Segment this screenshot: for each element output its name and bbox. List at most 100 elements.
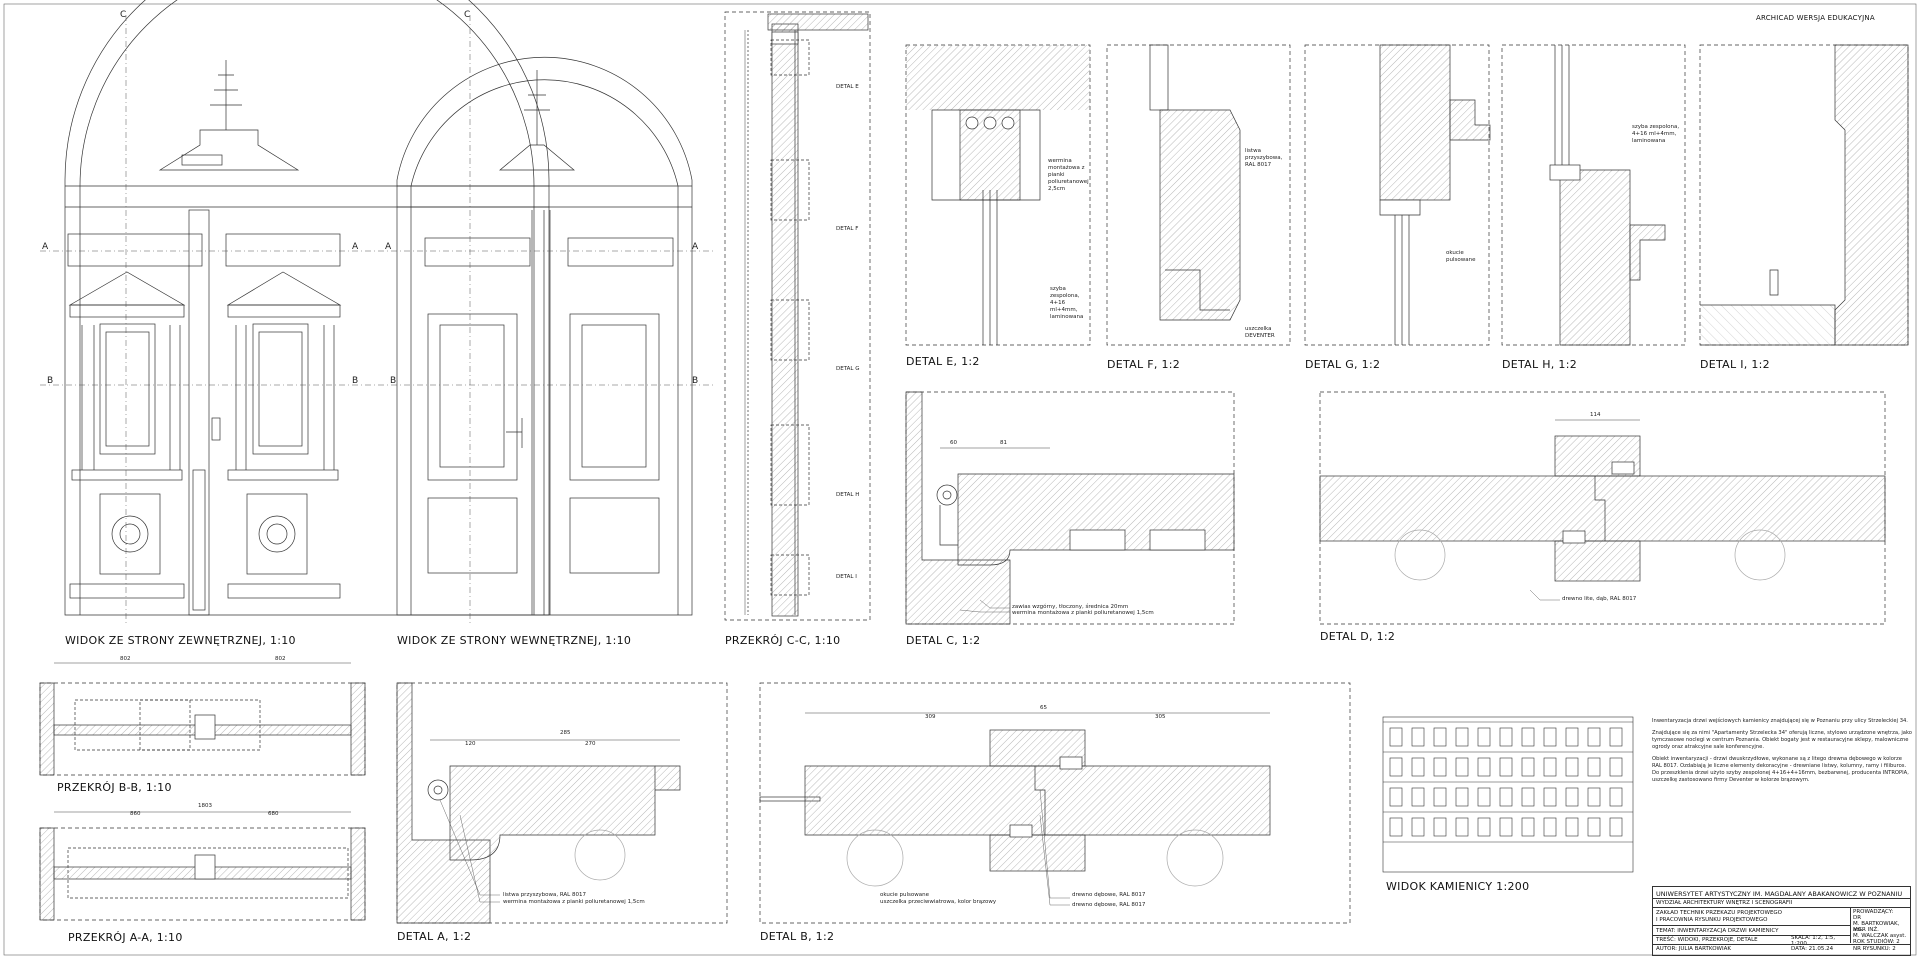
watermark: ARCHICAD WERSJA EDUKACYJNA — [1756, 14, 1875, 22]
tenement-windows — [1389, 727, 1623, 837]
dim-d-width: 114 — [1590, 412, 1601, 418]
dimension-lines — [54, 30, 1640, 813]
description-paragraph-3: Obiekt inwentaryzacji - drzwi dwuskrzydł… — [1652, 756, 1909, 783]
tenement-window — [1477, 817, 1491, 837]
cc-callout-i: DETAL I — [836, 574, 857, 580]
tb-supervisor-1: DR — [1853, 915, 1862, 921]
tenement-window — [1521, 787, 1535, 807]
tenement-window — [1499, 817, 1513, 837]
tenement-window — [1433, 727, 1447, 747]
tenement-window — [1433, 787, 1447, 807]
tenement-view-title: WIDOK KAMIENICY 1:200 — [1386, 880, 1530, 893]
note-c-2: wermina montażowa z pianki poliuretanowe… — [1012, 610, 1154, 616]
note-b-3: drewno dębowe, RAL 8017 — [1072, 892, 1146, 898]
detail-i-title: DETAL I, 1:2 — [1700, 358, 1770, 371]
dim-bb-total: 802 — [120, 656, 131, 662]
dim-c-b: 81 — [1000, 440, 1007, 446]
cc-callout-f: DETAL F — [836, 226, 859, 232]
detail-h-title: DETAL H, 1:2 — [1502, 358, 1578, 371]
note-c-1: zawias wzgórny, tłoczony, średnica 20mm — [1012, 604, 1129, 610]
dim-bb-half: 802 — [275, 656, 286, 662]
dim-b-left: 309 — [925, 714, 936, 720]
tenement-window — [1609, 757, 1623, 777]
note-a-2: wermina montażowa z pianki poliuretanowe… — [503, 899, 645, 905]
marker-b-int: B — [390, 376, 397, 386]
section-lines — [40, 15, 715, 625]
dim-a-right: 270 — [585, 741, 596, 747]
marker-a-left: A — [42, 242, 49, 252]
tenement-window — [1389, 787, 1403, 807]
tenement-elevation — [1382, 716, 1634, 873]
tenement-window — [1565, 727, 1579, 747]
cc-callout-h: DETAL H — [836, 492, 860, 498]
detail-a-drawing — [396, 682, 728, 924]
marker-a-mid: A — [352, 242, 359, 252]
tb-supervisor-4: M. WALCZAK asyst. — [1853, 933, 1907, 939]
project-description: Inwentaryzacja drzwi wejściowych kamieni… — [1652, 718, 1912, 789]
tb-department-1: ZAKŁAD TECHNIK PRZEKAZU PROJEKTOWEGO — [1656, 910, 1783, 916]
tenement-window — [1565, 757, 1579, 777]
tenement-window — [1521, 757, 1535, 777]
tenement-window — [1411, 787, 1425, 807]
marker-c-int: C — [464, 10, 471, 20]
cc-callout-e: DETAL E — [836, 84, 859, 90]
section-aa-title: PRZEKRÓJ A-A, 1:10 — [68, 931, 183, 944]
detail-g-title: DETAL G, 1:2 — [1305, 358, 1381, 371]
exterior-door-view — [64, 0, 550, 616]
tenement-window — [1565, 787, 1579, 807]
section-cc — [724, 11, 871, 621]
tenement-window — [1521, 727, 1535, 747]
section-bb-title: PRZEKRÓJ B-B, 1:10 — [57, 781, 172, 794]
detail-e-title: DETAL E, 1:2 — [906, 355, 980, 368]
interior-door-view — [396, 57, 693, 616]
tenement-window — [1609, 787, 1623, 807]
tenement-window — [1587, 727, 1601, 747]
sheet-frame — [3, 3, 1917, 956]
note-b-4: drewno dębowe, RAL 8017 — [1072, 902, 1146, 908]
note-g-1: okucie pulsowane — [1446, 250, 1476, 263]
note-f-1: listwa przyszybowa, RAL 8017 — [1245, 148, 1283, 168]
dim-aa-left: 860 — [130, 811, 141, 817]
section-aa-drawing — [39, 827, 366, 921]
note-e-2: szyba zespolona, 4+16 ml+4mm, laminowana — [1050, 286, 1084, 320]
tenement-window — [1411, 727, 1425, 747]
detail-f-drawing — [1106, 44, 1291, 346]
tenement-window — [1543, 787, 1557, 807]
tb-university: UNIWERSYTET ARTYSTYCZNY IM. MAGDALANY AB… — [1656, 890, 1903, 898]
dim-aa-total: 1803 — [198, 803, 212, 809]
note-a-1: listwa przyszybowa, RAL 8017 — [503, 892, 586, 898]
detail-c-title: DETAL C, 1:2 — [906, 634, 981, 647]
dim-aa-right: 680 — [268, 811, 279, 817]
detail-d-title: DETAL D, 1:2 — [1320, 630, 1396, 643]
detail-h-drawing — [1501, 44, 1686, 346]
tenement-window — [1543, 757, 1557, 777]
tenement-window — [1499, 727, 1513, 747]
tenement-window — [1389, 757, 1403, 777]
tenement-window — [1477, 787, 1491, 807]
detail-f-title: DETAL F, 1:2 — [1107, 358, 1181, 371]
detail-e-drawing — [905, 44, 1091, 346]
tb-date: DATA: 21.05.24 — [1791, 946, 1834, 952]
detail-d-drawing — [1319, 391, 1886, 625]
tenement-window — [1455, 787, 1469, 807]
tenement-window — [1587, 787, 1601, 807]
tenement-window — [1499, 787, 1513, 807]
tb-supervisor-2: M. BARTKOWIAK, adi. — [1853, 921, 1900, 933]
tenement-window — [1477, 727, 1491, 747]
tenement-window — [1543, 817, 1557, 837]
detail-g-drawing — [1304, 44, 1491, 346]
tenement-window — [1455, 817, 1469, 837]
description-paragraph-2: Znajdujące się za nimi "Apartamenty Strz… — [1652, 730, 1912, 750]
detail-b-title: DETAL B, 1:2 — [760, 930, 835, 943]
marker-b-right: B — [692, 376, 699, 386]
tenement-window — [1521, 817, 1535, 837]
tenement-window — [1455, 727, 1469, 747]
section-cc-title: PRZEKRÓJ C-C, 1:10 — [725, 634, 841, 647]
interior-view-title: WIDOK ZE STRONY WEWNĘTRZNEJ, 1:10 — [397, 634, 632, 647]
tenement-window — [1455, 757, 1469, 777]
detail-c-drawing — [905, 391, 1235, 625]
note-b-2: uszczelka przeciwwiatrowa, kolor brązowy — [880, 899, 997, 905]
tenement-window — [1433, 757, 1447, 777]
